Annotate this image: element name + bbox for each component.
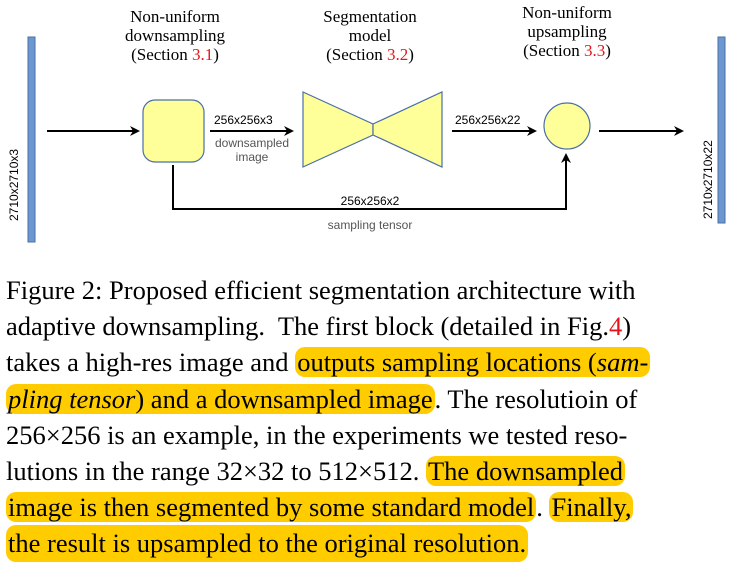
caption-text: sam-: [596, 347, 649, 378]
highlight: image is then segmented by some standard…: [6, 492, 537, 523]
highlight: outputs sampling locations (sam-: [295, 347, 651, 378]
caption-text: adaptive downsampling. The first block (…: [6, 311, 610, 342]
input-tensor-bar: [27, 36, 36, 243]
caption-text: Figure 2: Proposed efficient segmentatio…: [6, 275, 636, 305]
title-line: upsampling: [527, 22, 607, 41]
highlight: The downsampled: [426, 455, 626, 486]
downsampled-name-label-2: image: [236, 150, 269, 164]
caption-text: . The resolutioin of: [434, 383, 638, 414]
title-line: Non-uniform: [130, 7, 220, 26]
caption-line: Figure 2: Proposed efficient segmentatio…: [6, 272, 736, 308]
caption-text: pling tensor: [8, 383, 136, 414]
caption-text: 256×256 is an example, in the experiment…: [6, 419, 628, 450]
diagram-canvas: 2710x2710x3 2710x2710x22 256x256x3 downs…: [7, 36, 726, 243]
sampling-name-label: sampling tensor: [328, 218, 413, 232]
caption-line: pling tensor) and a downsampled image. T…: [6, 381, 736, 417]
figure-link[interactable]: 4: [609, 311, 623, 342]
input-bar-label: 2710x2710x3: [7, 149, 21, 221]
section-ref: (Section 3.1): [100, 45, 250, 64]
title-line: model: [348, 26, 392, 45]
caption-text: .: [536, 492, 550, 523]
segmented-dim-label: 256x256x22: [455, 113, 521, 127]
section-link[interactable]: 3.2: [386, 45, 409, 64]
figure-caption: Figure 2: Proposed efficient segmentatio…: [6, 272, 736, 562]
upsampling-block: [543, 102, 591, 150]
highlight: the result is upsampled to the original …: [6, 525, 529, 562]
caption-line: adaptive downsampling. The first block (…: [6, 308, 736, 344]
title-line: Non-uniform: [522, 3, 612, 22]
caption-text: outputs sampling locations (: [297, 347, 597, 378]
output-bar-label: 2710x2710x22: [701, 140, 715, 219]
caption-line: takes a high-res image and outputs sampl…: [6, 344, 736, 380]
segmentation-title: Segmentation model (Section 3.2): [295, 7, 445, 64]
section-ref: (Section 3.2): [295, 45, 445, 64]
caption-text: takes a high-res image and: [6, 347, 296, 378]
sampling-tensor-path: [172, 153, 571, 210]
caption-text: image is then segmented by some standard…: [6, 489, 634, 525]
caption-text: lutions in the range 32×32 to 512×512.: [6, 455, 426, 486]
caption-text: ): [622, 311, 632, 342]
caption-text: pling tensor) and a downsampled image. T…: [6, 381, 637, 417]
section-suffix: ): [408, 45, 414, 64]
section-prefix: (Section: [131, 45, 192, 64]
caption-text: ) and a downsampled image: [135, 383, 433, 414]
section-link[interactable]: 3.3: [583, 41, 606, 60]
caption-text: adaptive downsampling. The first block (…: [6, 308, 631, 344]
section-prefix: (Section: [523, 41, 584, 60]
caption-text: takes a high-res image and outputs sampl…: [6, 344, 651, 380]
title-line: Segmentation: [323, 7, 417, 26]
segmentation-model-decoder: [372, 91, 443, 168]
upsampling-title: Non-uniform upsampling (Section 3.3): [492, 3, 642, 60]
output-tensor-bar: [717, 36, 726, 224]
caption-line: the result is upsampled to the original …: [6, 525, 736, 562]
section-suffix: ): [605, 41, 611, 60]
sampling-dim-label: 256x256x2: [341, 194, 400, 208]
section-ref: (Section 3.3): [492, 41, 642, 60]
caption-line: image is then segmented by some standard…: [6, 489, 736, 525]
caption-line: lutions in the range 32×32 to 512×512. T…: [6, 453, 736, 489]
section-suffix: ): [213, 45, 219, 64]
downsampling-block: [142, 99, 205, 163]
segmentation-model-encoder: [302, 91, 374, 168]
caption-text: lutions in the range 32×32 to 512×512. T…: [6, 453, 626, 489]
downsampled-dim-label: 256x256x3: [214, 113, 273, 127]
highlight: pling tensor) and a downsampled image: [6, 383, 435, 414]
architecture-diagram: 2710x2710x3 2710x2710x22 256x256x3 downs…: [0, 0, 741, 262]
title-line: downsampling: [124, 26, 226, 45]
caption-line: 256×256 is an example, in the experiment…: [6, 417, 736, 453]
downsampling-title: Non-uniform downsampling (Section 3.1): [100, 7, 250, 64]
section-prefix: (Section: [326, 45, 387, 64]
section-link[interactable]: 3.1: [191, 45, 214, 64]
highlight: Finally,: [549, 492, 634, 523]
downsampled-name-label-1: downsampled: [215, 136, 289, 150]
